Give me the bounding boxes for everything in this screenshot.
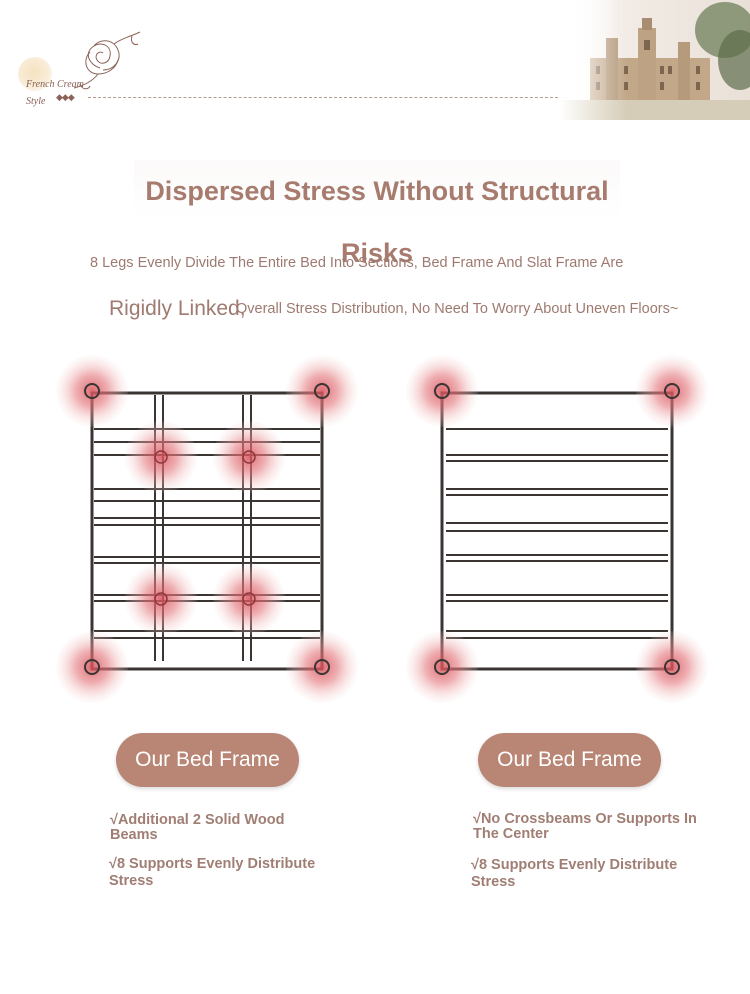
description-line-2-rest: Overall Stress Distribution, No Need To … [236, 301, 679, 317]
diamonds-icon: ◆◆◆ [56, 92, 75, 102]
logo-text: French Cream Style [26, 76, 84, 110]
support-point [213, 563, 285, 635]
support-point [636, 631, 708, 703]
description-line-2-lead: Rigidly Linked, [109, 297, 246, 320]
support-point [286, 631, 358, 703]
support-point [406, 631, 478, 703]
sun-icon [18, 57, 52, 91]
our-bed-frame-button[interactable]: Our Bed Frame [116, 733, 299, 787]
page-title: Dispersed Stress Without Structural Risk… [134, 160, 620, 268]
header-banner: French Cream Style ◆◆◆ [0, 0, 750, 125]
description-line-1: 8 Legs Evenly Divide The Entire Bed Into… [90, 255, 624, 271]
castle-image [560, 0, 750, 120]
frame-outline [440, 391, 674, 671]
slats [446, 428, 668, 639]
rose-icon [73, 31, 141, 90]
support-point [125, 563, 197, 635]
support-points [56, 355, 358, 703]
bed-frame-diagram-other [406, 355, 708, 703]
support-point [125, 421, 197, 493]
support-point [56, 631, 128, 703]
logo-line2: Style [26, 96, 46, 107]
feature-left-2: √8 Supports Evenly Distribute Stress [109, 856, 316, 889]
support-point [56, 355, 128, 427]
support-point [213, 421, 285, 493]
logo-line1: French Cream [26, 79, 84, 90]
support-points [406, 355, 708, 703]
feature-left-1: √Additional 2 Solid Wood Beams [110, 812, 285, 843]
divider [88, 97, 568, 98]
feature-right-1: √No Crossbeams Or Supports In The Center [473, 811, 697, 842]
other-bed-frame-button[interactable]: Our Bed Frame [478, 733, 661, 787]
support-point [406, 355, 478, 427]
bed-frame-diagram-ours [56, 355, 358, 703]
support-point [286, 355, 358, 427]
frame-outline [90, 391, 324, 671]
support-point [636, 355, 708, 427]
feature-right-2: √8 Supports Evenly Distribute Stress [471, 857, 678, 890]
